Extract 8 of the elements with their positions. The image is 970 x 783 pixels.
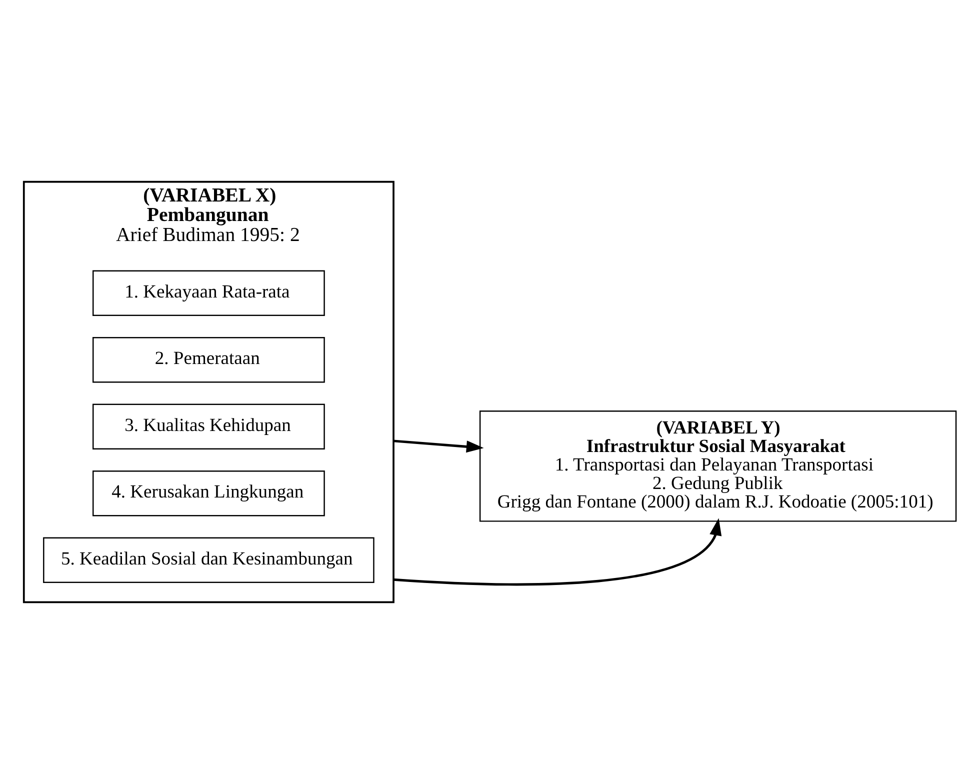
node-box: 5. Keadilan Sosial dan Kesinambungan xyxy=(43,536,374,582)
arrow xyxy=(393,439,484,452)
arrow xyxy=(393,518,722,586)
node-box: 2. Pemerataan xyxy=(92,336,325,382)
node-box: 1. Kekayaan Rata-rata xyxy=(92,270,325,316)
node-box: (VARIABEL Y) Infrastruktur Sosial Masyarakat 1. Transportasi dan Pelayanan Transportasi 2. Gedung Publik Grigg dan Fontane (2000) dalam R.J. Kodoatie (2005:101) xyxy=(479,410,957,522)
node-box: 3. Kualitas Kehidupan xyxy=(92,403,325,449)
node-box: 4. Kerusakan Lingkungan xyxy=(92,470,325,516)
